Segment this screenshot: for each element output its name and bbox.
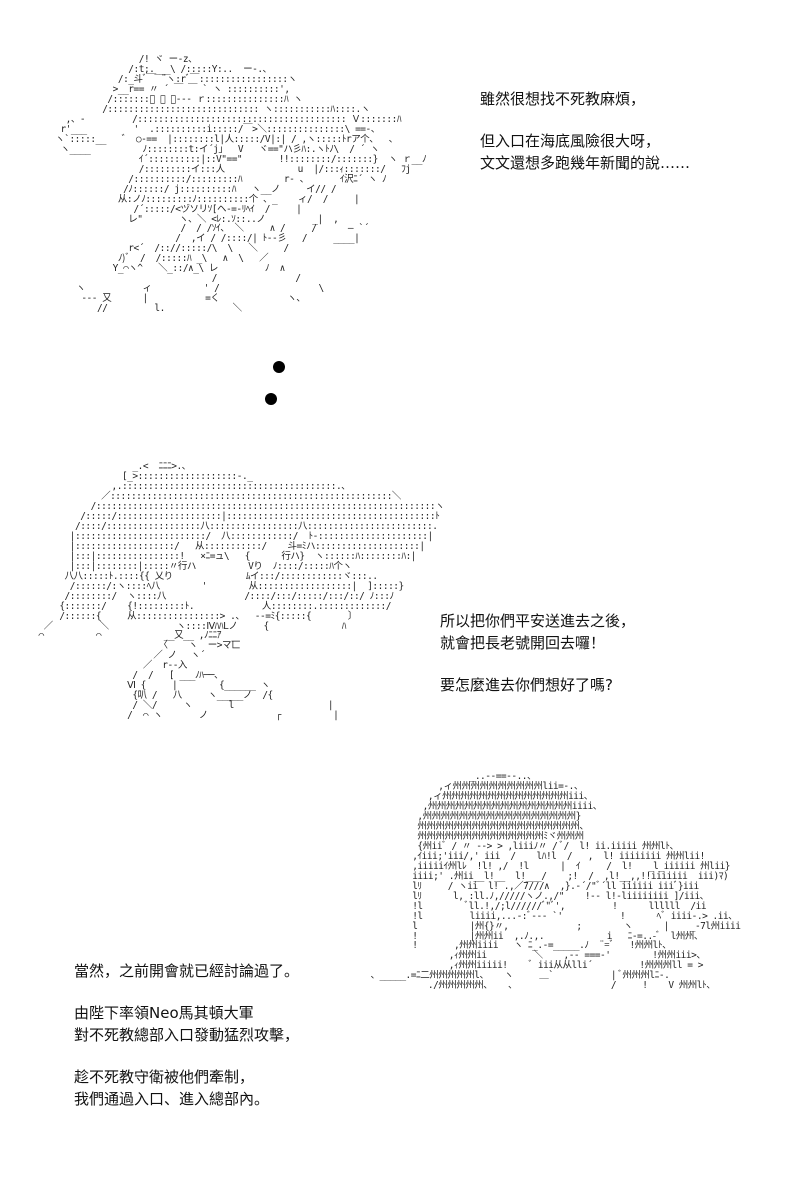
panel-2-dialogue: 所以把你們平安送進去之後， 就會把長老號開回去囉！ 要怎麼進去你們想好了嗎?: [440, 610, 635, 696]
dialogue-line: 文文還想多跑幾年新聞的說……: [480, 154, 691, 172]
dialogue-spacer: [480, 110, 690, 130]
dialogue-line: 趁不死教守衛被他們牽制，: [74, 1068, 255, 1086]
button-dot: [265, 393, 277, 405]
panel-3-dialogue: 當然，之前開會就已經討論過了。 由陛下率領Neo馬其頓大軍 對不死教總部入口發動…: [74, 960, 299, 1110]
dialogue-line: 對不死教總部入口發動猛烈攻擊，: [74, 1026, 300, 1044]
dialogue-line: 所以把你們平安送進去之後，: [440, 612, 636, 630]
dialogue-line: 就會把長老號開回去囉！: [440, 634, 606, 652]
dialogue-line: 雖然很想找不死教麻煩，: [480, 90, 646, 108]
panel-1-ascii-art: /! ヾ ー-z、 /:t;.___\ /:::::Y:.. ー-.、 /:_斗…: [55, 54, 427, 315]
button-dot: [273, 361, 285, 373]
dialogue-line: 要怎麼進去你們想好了嗎?: [440, 676, 613, 694]
panel-2-ascii-art: _.< ﾆﾆﾆ>.、 [_>:::::::::::::::::::-._ ,.:…: [38, 461, 445, 722]
dialogue-spacer: [440, 654, 635, 674]
panel-3-ascii-art: _..--==--..、 ,ィ州州州州州州州州州州lii=-.、 ,ィ州州州州州…: [370, 771, 741, 992]
dialogue-spacer: [74, 1046, 299, 1066]
panel-1-dialogue: 雖然很想找不死教麻煩， 但入口在海底風險很大呀， 文文還想多跑幾年新聞的說……: [480, 88, 690, 174]
dialogue-spacer: [74, 982, 299, 1002]
dialogue-line: 但入口在海底風險很大呀，: [480, 132, 661, 150]
dialogue-line: 當然，之前開會就已經討論過了。: [74, 962, 300, 980]
dialogue-line: 我們通過入口、進入總部內。: [74, 1090, 270, 1108]
dialogue-line: 由陛下率領Neo馬其頓大軍: [74, 1004, 254, 1022]
